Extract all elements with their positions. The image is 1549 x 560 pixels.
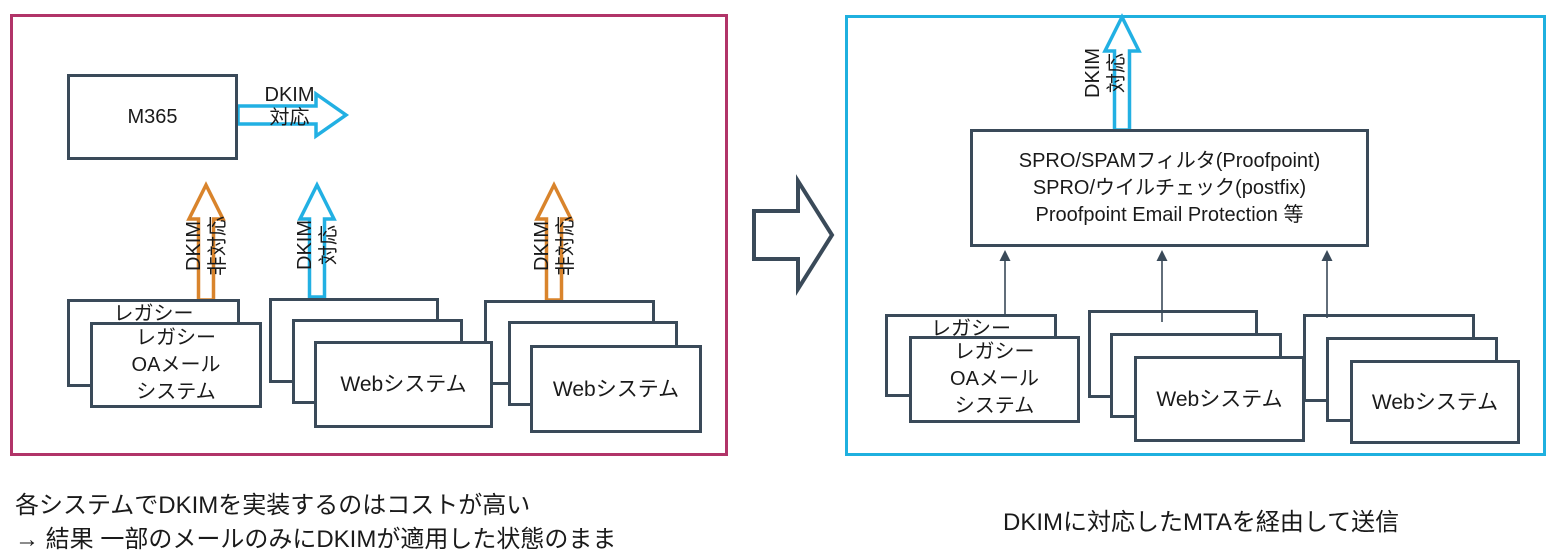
legacy-oa-mail-box-left: レガシー OAメール システム — [90, 322, 262, 408]
arrow3-label-line2: 非対応 — [555, 216, 577, 276]
web-system2-label-right: Webシステム — [1371, 390, 1499, 414]
mta-box-line1: SPRO/SPAMフィルタ(Proofpoint) — [1018, 149, 1321, 172]
legacy-line3-left: システム — [136, 380, 216, 403]
web-system1-label-right: Webシステム — [1156, 387, 1283, 411]
legacy-line2-left: OAメール — [131, 353, 221, 376]
left-caption: 各システムでDKIMを実装するのはコストが高い → 結果 一部のメールのみにDK… — [15, 489, 616, 557]
legacy-back-label-right: レガシー — [931, 318, 1011, 340]
arrow3-label-line1: DKIM — [531, 221, 553, 271]
m365-box-label: M365 — [127, 105, 178, 128]
legacy-oa-mail-box-right: レガシー OAメール システム — [909, 336, 1080, 423]
arrow1-label-line1: DKIM — [183, 221, 205, 271]
web-system1-label-left: Webシステム — [340, 373, 467, 396]
legacy-back-label-left: レガシー — [113, 303, 194, 325]
mta-arrow-label-line1: DKIM — [1082, 48, 1104, 98]
legacy-line1-right: レガシー — [954, 341, 1035, 363]
web-system-box1-left: Webシステム — [314, 341, 493, 428]
right-caption: DKIMに対応したMTAを経由して送信 — [1003, 506, 1399, 540]
web-system-box2-left: Webシステム — [530, 345, 702, 433]
right-caption-line: DKIMに対応したMTAを経由して送信 — [1003, 509, 1400, 536]
dkim-unsupported-arrow-1-label: DKIM 非対応 — [182, 181, 230, 311]
mta-box-line3: Proofpoint Email Protection 等 — [1035, 203, 1304, 226]
legacy-line1-left: レガシー — [136, 326, 216, 349]
mta-box-line2: SPRO/ウイルチェック(postfix) — [1032, 176, 1307, 199]
mta-filter-box: SPRO/SPAMフィルタ(Proofpoint) SPRO/ウイルチェック(p… — [970, 129, 1369, 247]
connector-arrow-2 — [1156, 250, 1168, 322]
arrow1-label-line2: 非対応 — [207, 216, 229, 276]
web-system2-label-left: Webシステム — [552, 377, 680, 401]
connector-arrow-1 — [999, 250, 1011, 316]
left-caption-line1: 各システムでDKIMを実装するのはコストが高い — [15, 492, 531, 519]
web-system-box1-right: Webシステム — [1134, 356, 1305, 442]
mta-arrow-label: DKIM 対応 — [1081, 8, 1129, 138]
m365-arrow-label-line1: DKIM — [264, 84, 315, 106]
transition-right-arrow — [752, 174, 835, 296]
dkim-supported-arrow-left-label: DKIM 対応 — [293, 180, 341, 310]
dkim-unsupported-arrow-2-label: DKIM 非対応 — [530, 181, 578, 311]
mta-arrow-label-line2: 対応 — [1106, 53, 1128, 93]
arrow2-label-line1: DKIM — [294, 220, 316, 270]
arrow2-label-line2: 対応 — [318, 225, 340, 265]
m365-arrow-label: DKIM 対応 — [237, 84, 342, 130]
dkim-supported-arrow-left — [297, 181, 337, 299]
legacy-line3-right: システム — [954, 395, 1035, 417]
m365-arrow-label-line2: 対応 — [269, 107, 310, 129]
m365-box: M365 — [67, 74, 238, 160]
m365-dkim-arrow — [236, 90, 350, 140]
connector-arrow-3 — [1321, 250, 1333, 318]
web-system-box2-right: Webシステム — [1350, 360, 1520, 444]
legacy-line2-right: OAメール — [950, 368, 1039, 390]
left-caption-line2: → 結果 一部のメールのみにDKIMが適用した状態のまま — [15, 526, 617, 553]
